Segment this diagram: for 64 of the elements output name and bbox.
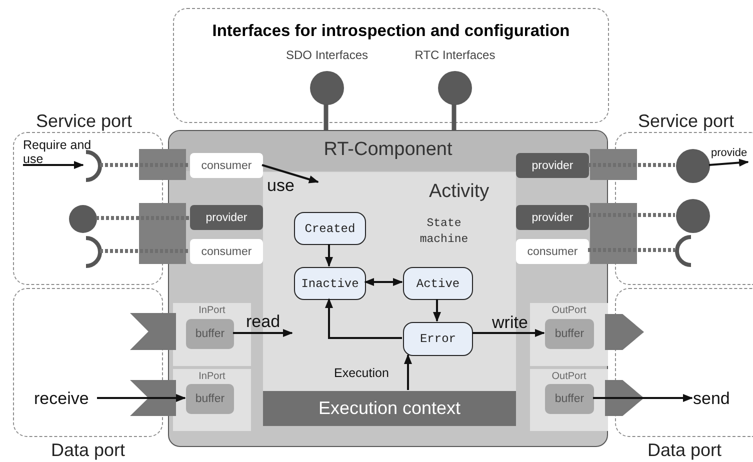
edge-label: read (246, 312, 280, 332)
port-tab: provider (190, 205, 263, 230)
port-tab: consumer (190, 153, 263, 178)
port-text: receive (34, 389, 98, 409)
port-tab: provider (516, 153, 589, 178)
connector-line (100, 163, 189, 167)
edge-label: Execution (334, 366, 389, 380)
group-title: Service port (36, 111, 132, 132)
connector-line (324, 104, 328, 130)
port-tab: consumer (190, 239, 263, 264)
port-panel (530, 303, 608, 366)
dashed-group-outline (173, 8, 609, 123)
port-panel-label: OutPort (550, 371, 588, 382)
arrow (23, 161, 84, 169)
group-title: Interfaces for introspection and configuration (211, 22, 571, 41)
port-panel (173, 369, 251, 431)
interface-circle (676, 149, 710, 183)
port-text: send (693, 389, 741, 409)
state-box: Error (403, 322, 473, 356)
component-box (168, 130, 608, 447)
port-panel-label: InPort (198, 305, 226, 316)
state-box: Active (403, 267, 473, 300)
buffer-box: buffer (545, 384, 594, 414)
port-panel (530, 369, 608, 431)
group-title: Service port (638, 111, 734, 132)
port-tab: consumer (516, 239, 589, 264)
port-text: provide (711, 147, 753, 163)
connector-line (96, 216, 189, 220)
connector-line (100, 249, 189, 253)
arrow (233, 329, 293, 337)
port-text: Require and use (23, 138, 95, 166)
arrow (364, 278, 403, 286)
interface-circle (69, 205, 97, 233)
interface-label: RTC Interfaces (414, 48, 496, 62)
edge-label: use (267, 176, 294, 196)
activity-title: Activity (429, 181, 490, 203)
arrow (708, 158, 749, 167)
state-machine-note: State machine (418, 216, 470, 248)
arrow (433, 299, 441, 322)
edge-label: write (492, 313, 528, 333)
port-panel-label: OutPort (550, 305, 588, 316)
buffer-box: buffer (186, 319, 234, 349)
group-title: Data port (646, 440, 723, 461)
connector-line (452, 104, 456, 130)
arrow (97, 394, 186, 402)
port-tab: provider (516, 205, 589, 230)
interface-label: SDO Interfaces (286, 48, 368, 62)
arrow (325, 298, 402, 339)
state-box: Created (294, 212, 366, 245)
connector-line (588, 213, 675, 217)
buffer-box: buffer (186, 384, 234, 414)
execution-context-bar: Execution context (263, 391, 516, 426)
arrow (325, 244, 333, 267)
arrow (404, 354, 412, 390)
state-box: Inactive (294, 267, 366, 300)
buffer-box: buffer (545, 319, 594, 349)
arrow (472, 329, 545, 337)
connector-line (588, 163, 675, 167)
port-panel-label: InPort (198, 371, 226, 382)
arrow (262, 164, 319, 184)
group-title: Data port (50, 440, 126, 461)
interface-circle (676, 199, 710, 233)
connector-line (588, 248, 675, 252)
arrow (593, 394, 693, 402)
